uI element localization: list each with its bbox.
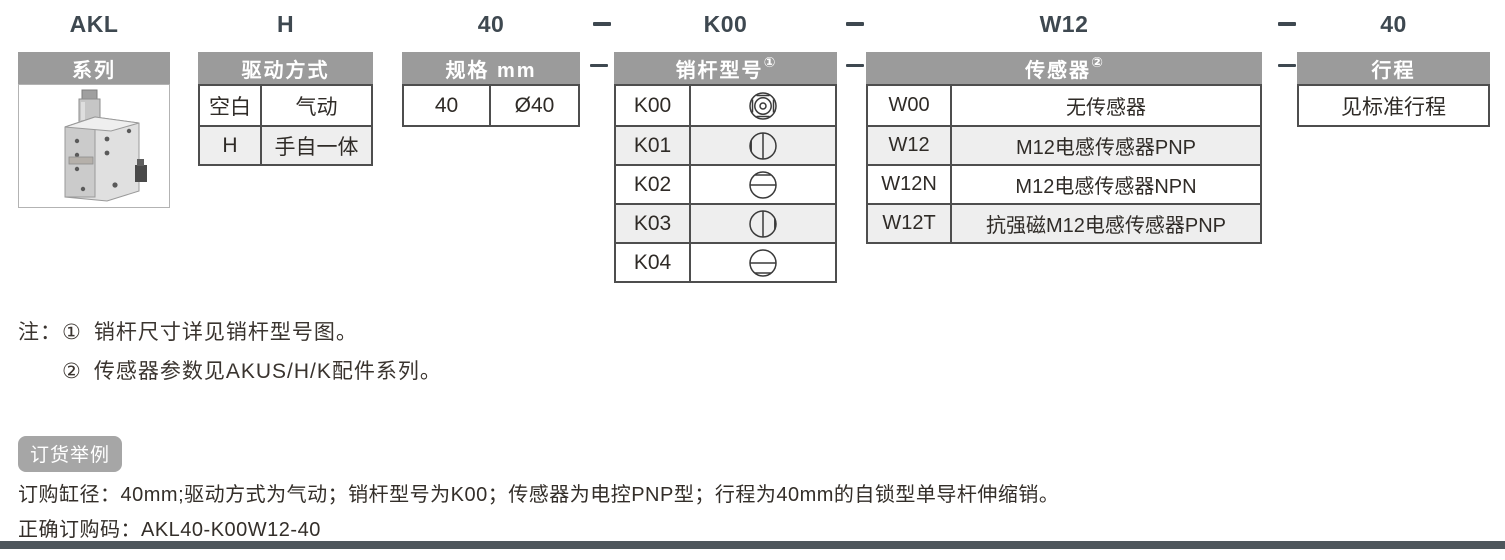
drive-code-blank: 空白 xyxy=(200,86,262,125)
order-code-value: AKL40-K00W12-40 xyxy=(141,519,321,541)
pin-k00-castle-nut-icon xyxy=(691,86,835,125)
stroke-desc: 见标准行程 xyxy=(1341,95,1446,119)
header-dash-2 xyxy=(846,64,864,67)
drive-row-pneumatic: 空白 气动 xyxy=(200,86,371,125)
drive-header-label: 驱动方式 xyxy=(241,59,330,82)
stroke-row: 见标准行程 xyxy=(1299,86,1488,125)
pin-row-k02: K02 xyxy=(616,164,835,203)
spec-header-label: 规格 mm xyxy=(445,59,537,82)
pin-k04-bottom-flat-icon xyxy=(691,244,835,281)
pin-code-k01: K01 xyxy=(616,127,691,164)
pin-k03-right-flat-icon xyxy=(691,205,835,242)
drive-row-manual-auto: H 手自一体 xyxy=(200,125,371,164)
note-2-number: ② xyxy=(62,360,82,383)
pin-code-k04: K04 xyxy=(616,244,691,281)
pin-code-k02: K02 xyxy=(616,166,691,203)
order-example-badge: 订货举例 xyxy=(18,436,123,472)
pin-k02-top-flat-icon xyxy=(691,166,835,203)
note-1-number: ① xyxy=(62,321,82,344)
code-pin: K00 xyxy=(703,10,748,37)
sensor-desc-w12n: M12电感传感器NPN xyxy=(1015,176,1197,198)
pin-code-k03: K03 xyxy=(616,205,691,242)
header-dash-3 xyxy=(1278,64,1296,67)
spec-column: 规格 mm 40 Ø40 xyxy=(402,52,580,127)
pin-row-k01: K01 xyxy=(616,125,835,164)
note-prefix: 注： xyxy=(18,321,62,344)
sensor-code-w12n: W12N xyxy=(868,166,952,203)
series-header-label: 系列 xyxy=(72,59,116,82)
sensor-row-w00: W00 无传感器 xyxy=(868,86,1260,125)
drive-desc-pneumatic: 气动 xyxy=(295,95,338,119)
drive-header: 驱动方式 xyxy=(198,52,373,84)
pin-row-k03: K03 xyxy=(616,203,835,242)
pin-row-k00: K00 xyxy=(616,86,835,125)
drive-code-h: H xyxy=(200,127,262,164)
drive-column: 驱动方式 空白 气动 H 手自一体 xyxy=(198,52,373,166)
pin-code-k00: K00 xyxy=(616,86,691,125)
code-dash-3 xyxy=(1278,22,1296,26)
stroke-header-label: 行程 xyxy=(1371,59,1416,82)
stroke-column: 行程 见标准行程 xyxy=(1297,52,1490,127)
pin-header-label: 销杆型号 xyxy=(675,59,764,82)
header-dash-1 xyxy=(590,64,608,67)
sensor-code-w12: W12 xyxy=(868,127,952,164)
code-stroke: 40 xyxy=(1380,10,1407,37)
code-drive: H xyxy=(276,10,295,37)
sensor-desc-w12: M12电感传感器PNP xyxy=(1015,137,1197,159)
series-column: 系列 xyxy=(18,52,170,208)
bottom-divider-bar xyxy=(0,541,1505,549)
pin-header-note-ref: ① xyxy=(763,54,776,70)
order-example-description: 订购缸径：40mm;驱动方式为气动；销杆型号为K00；传感器为电控PNP型；行程… xyxy=(18,484,1060,506)
code-sensor: W12 xyxy=(1039,10,1089,37)
stroke-header: 行程 xyxy=(1297,52,1490,84)
series-header: 系列 xyxy=(18,52,170,84)
spec-row-40: 40 Ø40 xyxy=(404,86,578,125)
order-code-line: 正确订购码：AKL40-K00W12-40 xyxy=(18,513,321,542)
note-1-text: 销杆尺寸详见销杆型号图。 xyxy=(93,321,358,344)
pin-row-k04: K04 xyxy=(616,242,835,281)
order-code-label: 正确订购码： xyxy=(18,519,141,541)
sensor-header-note-ref: ② xyxy=(1091,54,1103,70)
drive-desc-manual-auto: 手自一体 xyxy=(274,135,359,159)
sensor-header-label: 传感器 xyxy=(1025,59,1092,82)
pin-k01-left-flat-icon xyxy=(691,127,835,164)
cylinder-product-image xyxy=(64,89,147,202)
spec-header: 规格 mm xyxy=(402,52,580,84)
sensor-row-w12n: W12N M12电感传感器NPN xyxy=(868,164,1260,203)
sensor-row-w12t: W12T 抗强磁M12电感传感器PNP xyxy=(868,203,1260,242)
note-2-text: 传感器参数见AKUS/H/K配件系列。 xyxy=(93,360,442,383)
sensor-desc-w12t: 抗强磁M12电感传感器PNP xyxy=(985,215,1227,237)
sensor-desc-w00: 无传感器 xyxy=(1066,97,1146,119)
note-line-2: ② 传感器参数见AKUS/H/K配件系列。 xyxy=(62,355,442,385)
code-series: AKL xyxy=(69,10,119,37)
code-bore: 40 xyxy=(477,10,505,37)
note-line-1: 注：① 销杆尺寸详见销杆型号图。 xyxy=(18,316,358,346)
sensor-code-w12t: W12T xyxy=(868,205,952,242)
series-product-photo xyxy=(18,84,170,208)
spec-desc-d40: Ø40 xyxy=(514,93,555,117)
code-dash-1 xyxy=(593,22,611,26)
spec-code-40: 40 xyxy=(404,86,491,125)
code-dash-2 xyxy=(846,22,864,26)
sensor-code-w00: W00 xyxy=(868,86,952,125)
sensor-row-w12: W12 M12电感传感器PNP xyxy=(868,125,1260,164)
